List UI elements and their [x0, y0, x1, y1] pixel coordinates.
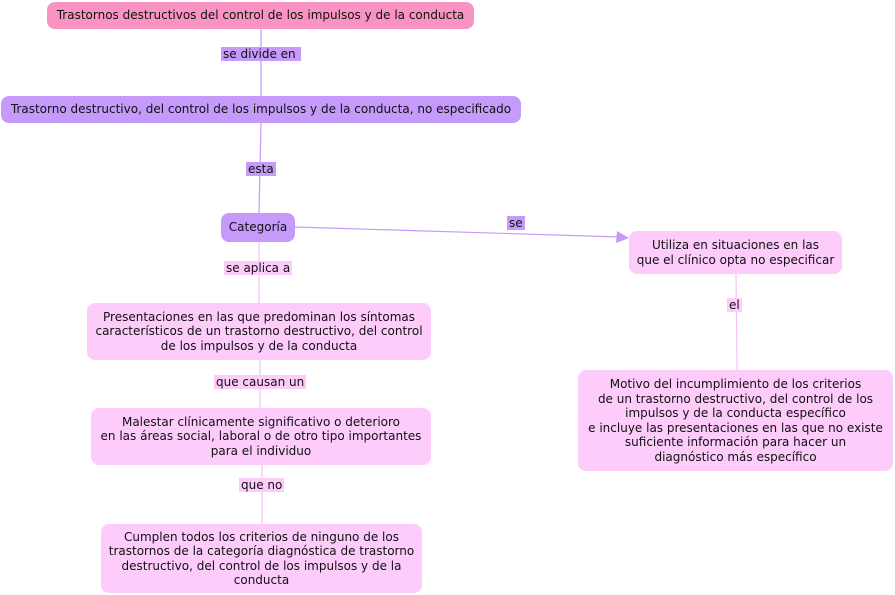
link-label-que-no: que no: [239, 478, 285, 492]
link-label-se: se: [507, 216, 525, 230]
link-label-esta: esta: [246, 162, 276, 176]
node-presentations[interactable]: Presentaciones en las que predominan los…: [87, 303, 431, 360]
link-label-se-aplica-a: se aplica a: [224, 261, 293, 275]
node-distress[interactable]: Malestar clínicamente significativo o de…: [91, 408, 431, 465]
link-label-el: el: [727, 298, 742, 312]
link-label-se-divide-en: se divide en: [221, 47, 302, 61]
node-usage[interactable]: Utiliza en situaciones en las que el clí…: [629, 231, 842, 274]
connector-usage-reason: [735, 273, 738, 371]
node-reason[interactable]: Motivo del incumplimiento de los criteri…: [578, 370, 893, 471]
node-criteria[interactable]: Cumplen todos los criterios de ninguno d…: [101, 524, 422, 593]
node-unspecified[interactable]: Trastorno destructivo, del control de lo…: [1, 96, 521, 123]
arrowhead: [616, 231, 629, 243]
link-label-que-causan-un: que causan un: [214, 375, 307, 389]
connector-category-usage: [294, 226, 621, 238]
node-root[interactable]: Trastornos destructivos del control de l…: [47, 2, 474, 29]
node-category[interactable]: Categoría: [221, 213, 295, 242]
